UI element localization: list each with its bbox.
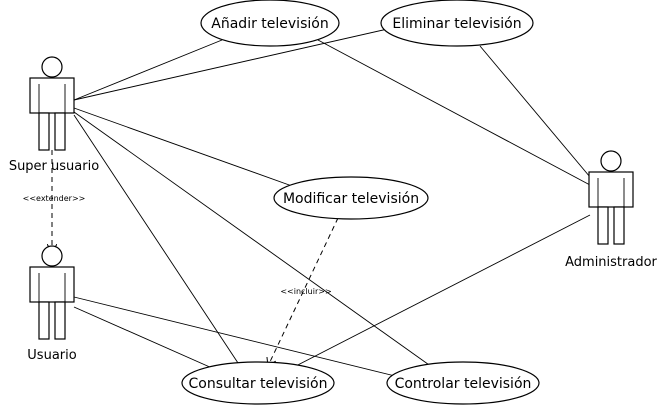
use-case-eliminar[interactable]: Eliminar televisión [380, 0, 534, 47]
use-case-controlar-label: Controlar televisión [395, 376, 532, 392]
assoc-usuario-controlar [73, 296, 396, 377]
use-case-modificar-label: Modificar televisión [283, 191, 419, 207]
use-case-anadir[interactable]: Añadir televisión [200, 0, 340, 47]
use-case-controlar[interactable]: Controlar televisión [386, 361, 540, 405]
assoc-super-modificar [73, 107, 293, 187]
extend-stereotype: <<extender>> [23, 194, 86, 203]
assoc-super-controlar [73, 111, 433, 368]
use-case-consultar[interactable]: Consultar televisión [181, 361, 335, 405]
assoc-usuario-consultar [73, 306, 213, 369]
assoc-super-consultar [73, 114, 241, 367]
include-arrow [268, 217, 339, 366]
assoc-super-eliminar [73, 27, 393, 101]
assoc-admin-consultar [289, 214, 591, 370]
assoc-admin-anadir [317, 39, 591, 186]
include-stereotype: <<incluir>> [280, 287, 331, 296]
actor-administrador-label: Administrador [565, 255, 657, 270]
assoc-admin-eliminar [479, 45, 591, 178]
assoc-super-anadir [73, 39, 223, 101]
actor-usuario-label: Usuario [27, 348, 76, 363]
use-case-eliminar-label: Eliminar televisión [392, 16, 521, 32]
actor-administrador[interactable]: Administrador [565, 150, 658, 270]
actor-super-usuario-label: Super usuario [9, 159, 99, 174]
use-case-consultar-label: Consultar televisión [189, 376, 328, 392]
actor-usuario[interactable]: Usuario [27, 245, 77, 363]
use-case-modificar[interactable]: Modificar televisión [273, 176, 429, 220]
actor-super-usuario[interactable]: Super usuario [9, 56, 99, 174]
use-case-anadir-label: Añadir televisión [211, 16, 328, 32]
